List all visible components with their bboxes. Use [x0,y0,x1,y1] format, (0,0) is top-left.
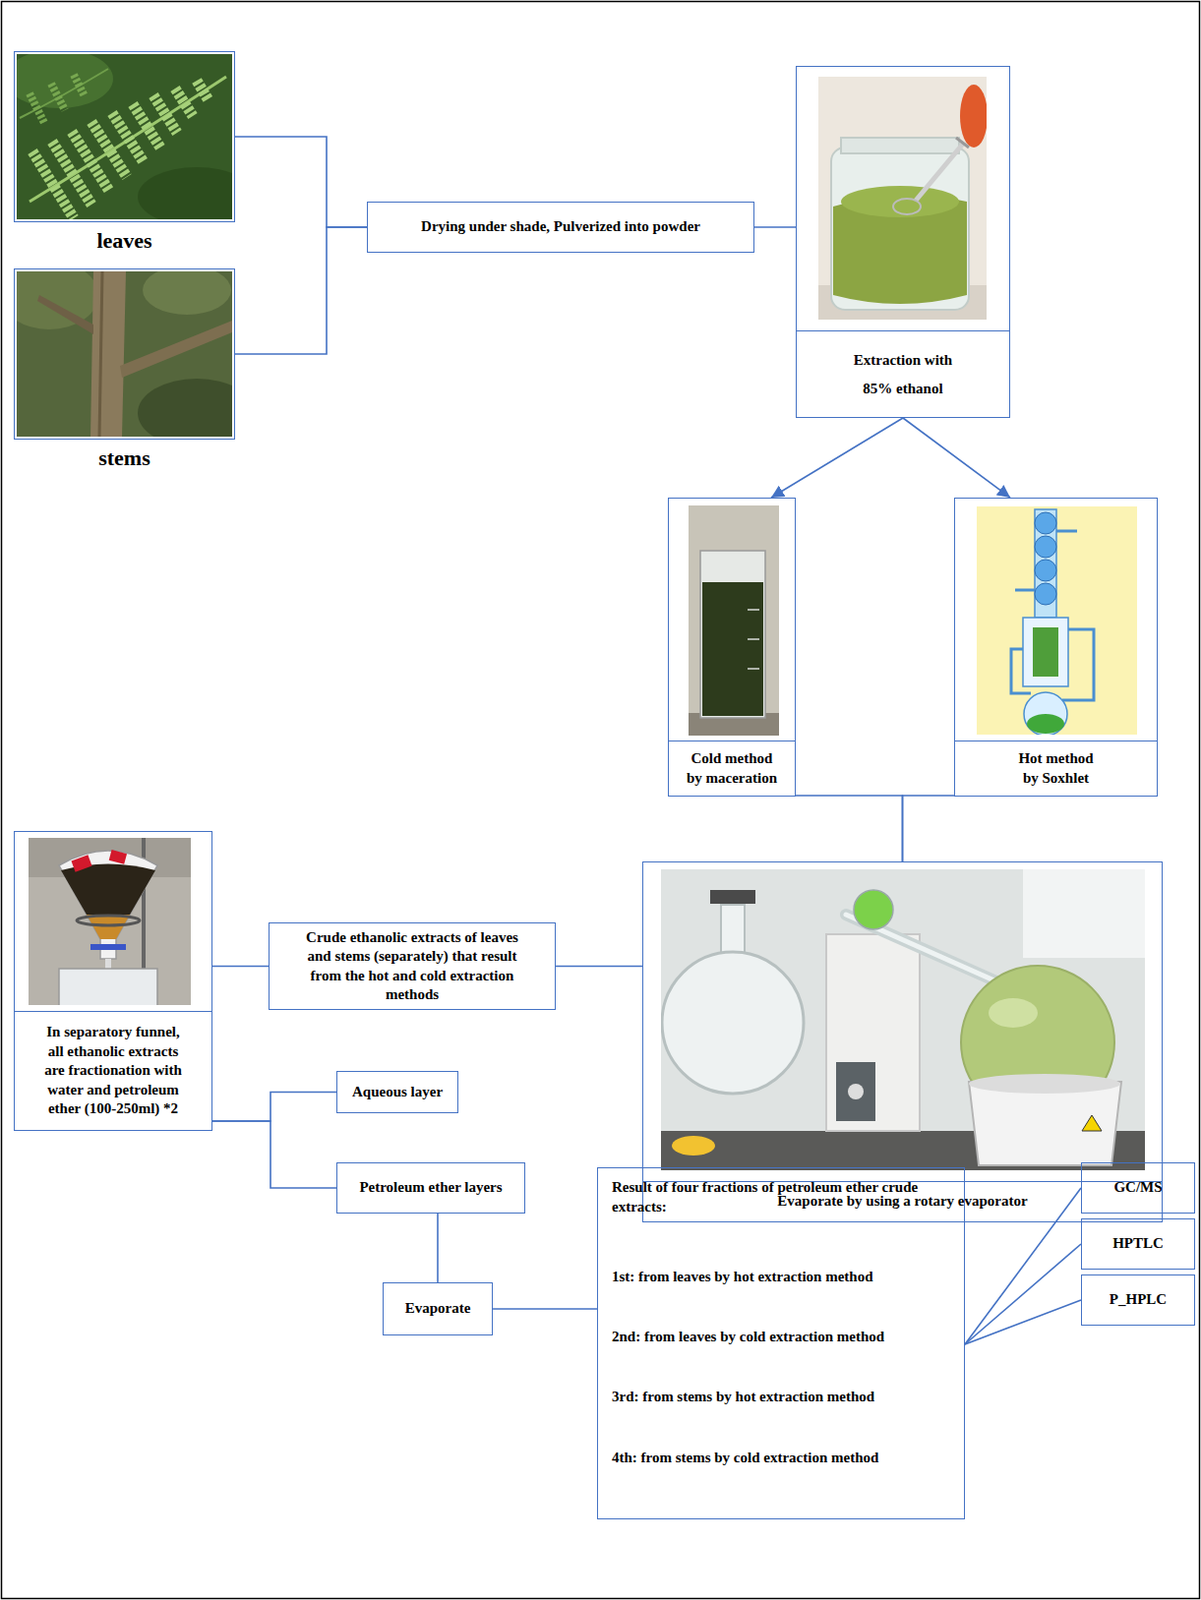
connector-line [235,227,367,355]
result-item: 2nd: from leaves by cold extraction meth… [611,1327,951,1348]
connector-line [235,136,367,228]
process-box: Evaporate [382,1282,493,1336]
photo-process-box: In separatory funnel, all ethanolic extr… [13,831,213,1132]
analysis-box: P_HPLC [1080,1274,1196,1326]
photo-area [668,498,795,741]
connector-line [964,1244,1081,1345]
maceration-beaker-photo [688,505,780,736]
result-item: 1st: from leaves by hot extraction metho… [611,1267,951,1288]
connector-arrow [902,418,1011,498]
process-box: Petroleum ether layers [336,1162,526,1214]
connector-line [795,795,903,862]
process-label: Extraction with 85% ethanol [834,346,972,403]
connector-line [964,1188,1081,1345]
process-label: P_HPLC [1109,1290,1167,1311]
process-label: Petroleum ether layers [359,1178,502,1199]
process-box: Drying under shade, Pulverized into powd… [366,201,755,253]
process-box: Crude ethanolic extracts of leaves and s… [268,922,556,1011]
result-list: 1st: from leaves by hot extraction metho… [611,1216,951,1509]
result-item: 4th: from stems by cold extraction metho… [611,1448,951,1469]
photo-frame: stems [13,268,236,440]
connector-line [492,1308,598,1311]
rotary-evaporator-photo [660,869,1145,1171]
photo-process-box: Hot method by Soxhlet [954,497,1158,797]
photo-area [955,498,1157,741]
connector-line [212,1092,337,1123]
result-heading: Result of four fractions of petroleum et… [611,1178,951,1217]
powder-jar-photo [818,76,987,320]
fern-leaves-photo [16,54,233,220]
connector-line [964,1300,1081,1345]
photo-label: leaves [4,227,244,256]
result-box: Result of four fractions of petroleum et… [597,1167,965,1520]
process-label: Hot method by Soxhlet [1002,749,1111,788]
process-label: In separatory funnel, all ethanolic extr… [34,1022,192,1120]
connector-line [902,795,956,862]
connector-line [436,1213,439,1283]
process-label: Drying under shade, Pulverized into powd… [420,217,701,238]
caption-cell: Cold method by maceration [668,740,795,796]
photo-label: stems [4,444,244,474]
photo-area [643,862,1162,1182]
caption-cell: Extraction with 85% ethanol [796,330,1010,418]
process-label: Crude ethanolic extracts of leaves and s… [301,928,524,1006]
result-item: 3rd: from stems by hot extraction method [611,1387,951,1408]
stem-photo [16,271,233,437]
photo-caption: leaves [4,227,244,256]
caption-cell: Hot method by Soxhlet [955,740,1157,796]
caption-cell: In separatory funnel, all ethanolic extr… [14,1011,212,1131]
process-label: HPTLC [1112,1234,1164,1255]
photo-process-box: Extraction with 85% ethanol [795,65,1011,419]
connector-line [754,226,796,229]
connector-arrow [771,418,903,498]
process-label: Evaporate [405,1299,472,1320]
connector-line [212,965,269,968]
analysis-box: HPTLC [1080,1218,1196,1270]
connector-line [555,965,643,968]
process-box: Aqueous layer [336,1071,459,1114]
connector-line [212,1121,337,1189]
process-label: Evaporate by using a rotary evaporator [777,1192,1027,1212]
analysis-box: GC/MS [1080,1162,1196,1214]
process-label: Cold method by maceration [674,749,789,788]
photo-process-box: Cold method by maceration [667,497,796,797]
separatory-funnel-photo [28,838,191,1006]
process-label: GC/MS [1113,1178,1162,1199]
photo-area [14,832,212,1012]
process-label: Aqueous layer [352,1082,443,1103]
photo-caption: stems [4,444,244,474]
photo-frame: leaves [13,51,236,223]
photo-area [796,66,1010,331]
soxhlet-apparatus [976,506,1138,735]
